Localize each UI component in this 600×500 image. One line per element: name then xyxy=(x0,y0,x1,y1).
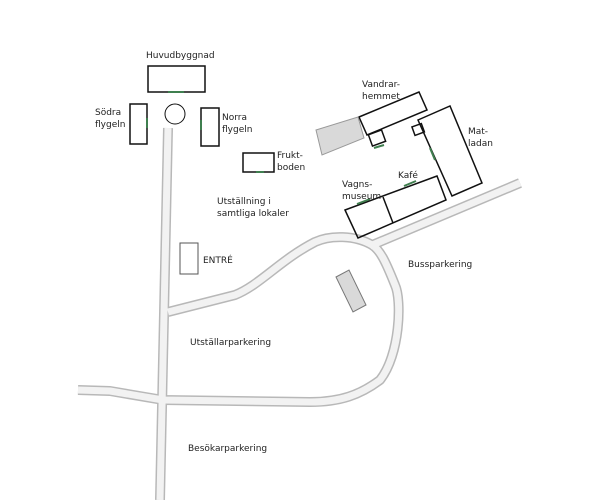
label-utstallarparkering: Utställarparkering xyxy=(190,338,272,348)
huvudbyggnad-building xyxy=(147,65,206,93)
label-bussparkering: Bussparkering xyxy=(408,260,473,270)
label-vandrar-1: Vandrar- xyxy=(362,80,400,90)
label-utstallning-2: samtliga lokaler xyxy=(217,209,289,219)
label-sodra-2: flygeln xyxy=(95,120,126,130)
norra-flygeln-building xyxy=(200,107,220,147)
sodra-flygeln-building xyxy=(129,103,148,145)
label-mat-1: Mat- xyxy=(468,127,489,137)
entre-building xyxy=(179,242,199,275)
gray-building xyxy=(335,269,367,313)
label-frukt-2: boden xyxy=(277,163,306,173)
label-sodra-1: Södra xyxy=(95,108,122,118)
label-kafe: Kafé xyxy=(398,171,418,181)
label-norra-2: flygeln xyxy=(222,125,253,135)
annex-small-2 xyxy=(410,122,426,137)
entrance-markers xyxy=(146,91,436,205)
label-vandrar-2: hemmet xyxy=(362,92,400,102)
label-frukt-1: Frukt- xyxy=(277,151,303,161)
matladan-building xyxy=(417,105,483,197)
label-utstallning-1: Utställning i xyxy=(217,197,271,207)
gray-shed xyxy=(315,116,365,156)
fountain-circle xyxy=(164,103,186,125)
label-vagns-2: museum xyxy=(342,192,382,202)
label-norra-1: Norra xyxy=(222,113,247,123)
vandrarhemmet-building xyxy=(358,91,428,136)
label-entre: ENTRÉ xyxy=(203,256,233,266)
annex-small xyxy=(367,129,387,147)
label-besokarparkering: Besökarparkering xyxy=(188,444,268,454)
roads xyxy=(77,127,522,500)
label-mat-2: ladan xyxy=(468,139,493,149)
label-huvudbyggnad: Huvudbyggnad xyxy=(146,51,215,61)
fruktboden-building xyxy=(242,152,275,173)
label-vagns-1: Vagns- xyxy=(342,180,373,190)
vagnsmuseum-kafe-building xyxy=(343,175,447,239)
